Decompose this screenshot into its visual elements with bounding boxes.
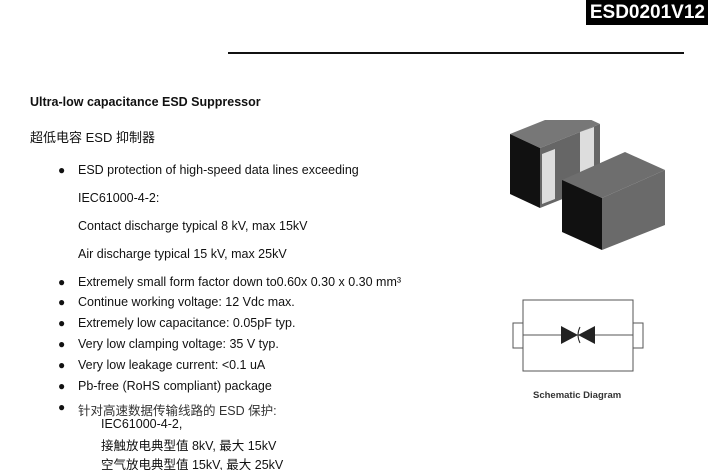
feature-subline-cn: IEC61000-4-2, — [101, 417, 183, 431]
feature-item: Pb-free (RoHS compliant) package — [78, 379, 272, 393]
feature-subline-cn: 接触放电典型值 8kV, 最大 15kV — [101, 439, 277, 453]
feature-item: Extremely low capacitance: 0.05pF typ. — [78, 316, 296, 330]
part-number-badge: ESD0201V12 — [585, 0, 708, 25]
feature-item: Continue working voltage: 12 Vdc max. — [78, 295, 295, 309]
tvs-diode-symbol-icon — [561, 326, 595, 344]
bullet-icon: ● — [58, 379, 66, 393]
product-title: Ultra-low capacitance ESD Suppressor — [30, 95, 261, 109]
chip-package-illustration — [510, 120, 665, 372]
header-rule — [228, 52, 684, 54]
feature-subline: Contact discharge typical 8 kV, max 15kV — [78, 219, 308, 233]
feature-item: Very low clamping voltage: 35 V typ. — [78, 337, 279, 351]
feature-item-cn: 针对高速数据传输线路的 ESD 保护: — [78, 404, 277, 418]
feature-subline-cn: 空气放电典型值 15kV, 最大 25kV — [101, 458, 284, 470]
feature-item: Extremely small form factor down to0.60x… — [78, 275, 402, 289]
bullet-icon: ● — [58, 358, 66, 372]
bullet-icon: ● — [58, 275, 66, 289]
feature-subline: IEC61000-4-2: — [78, 191, 160, 205]
bullet-icon: ● — [58, 316, 66, 330]
schematic-caption: Schematic Diagram — [533, 390, 622, 401]
bullet-icon: ● — [58, 163, 66, 177]
feature-subline: Air discharge typical 15 kV, max 25kV — [78, 247, 287, 261]
bullet-icon: ● — [58, 337, 66, 351]
feature-item: Very low leakage current: <0.1 uA — [78, 358, 266, 372]
bullet-icon: ● — [58, 295, 66, 309]
product-title-cn: 超低电容 ESD 抑制器 — [30, 130, 155, 145]
feature-item: ESD protection of high-speed data lines … — [78, 163, 359, 177]
bullet-icon: ● — [58, 400, 66, 414]
